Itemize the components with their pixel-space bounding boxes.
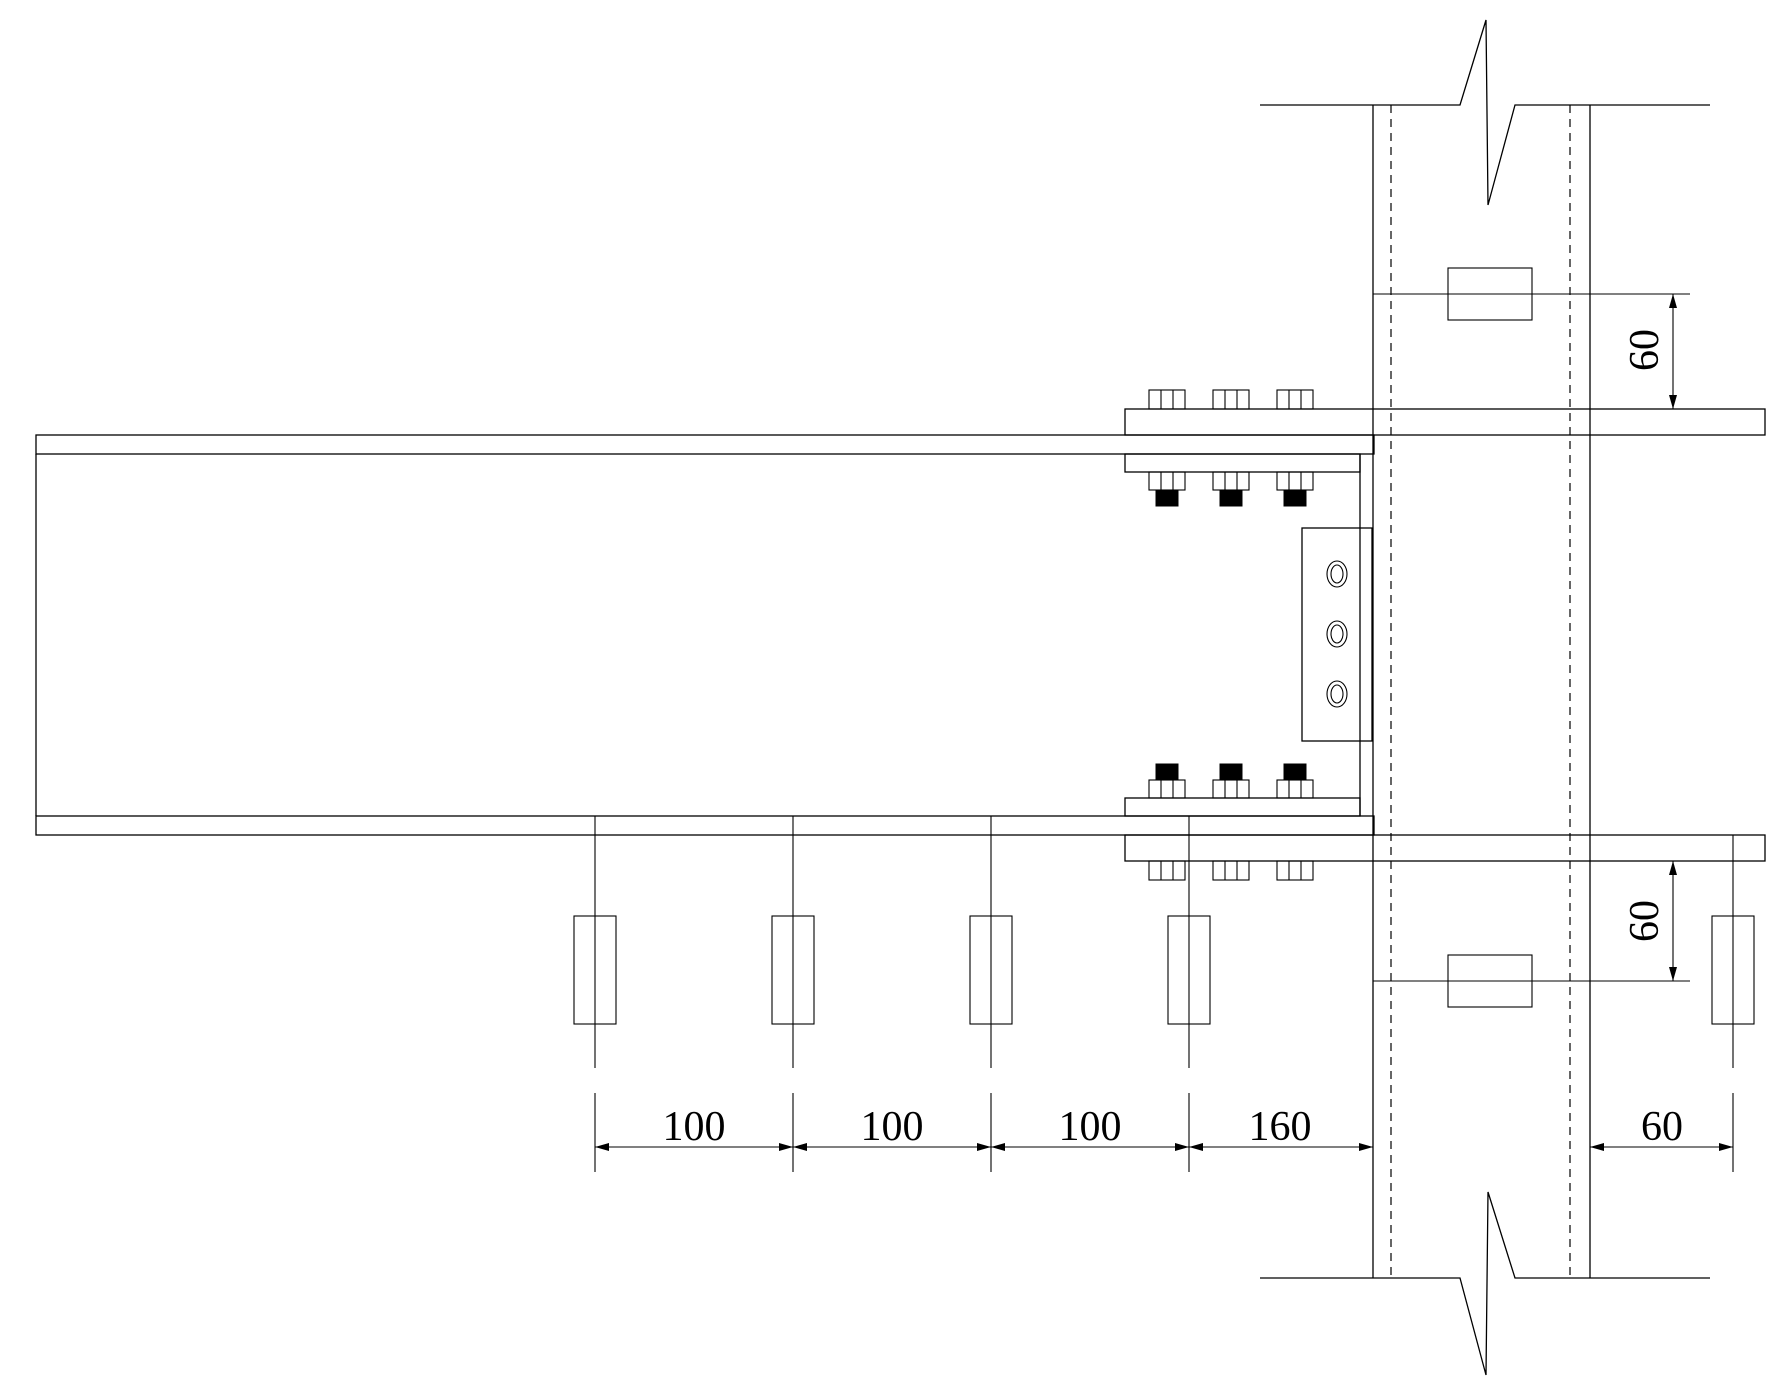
beam-bottom-flange — [35, 815, 1375, 836]
stud-3 — [969, 816, 1013, 1068]
top-inner-plate — [1124, 453, 1361, 473]
bottom-dimension-chain: 100 100 100 160 60 — [594, 1093, 1734, 1172]
right-dimensions: 60 60 — [1622, 294, 1677, 981]
shear-tab-plate — [1301, 527, 1373, 742]
column — [1260, 19, 1710, 1376]
splice-plates — [1124, 408, 1766, 862]
dim-label-3: 100 — [1059, 1104, 1122, 1150]
dim-label-2: 100 — [861, 1104, 924, 1150]
top-flange-bolts — [1148, 389, 1314, 507]
web-bolt-hole-1 — [1326, 560, 1348, 588]
bolt-nut-top-1 — [1148, 471, 1186, 507]
stud-5 — [1711, 835, 1755, 1068]
web-bolt-hole-3 — [1326, 680, 1348, 708]
dim-label-5: 60 — [1641, 1104, 1683, 1150]
bottom-studs — [573, 816, 1755, 1068]
bolt-head-bottom-3 — [1276, 860, 1314, 881]
bolt-nut-top-3 — [1276, 471, 1314, 507]
column-break-top — [1260, 19, 1710, 206]
stud-2 — [771, 816, 815, 1068]
dim-label-1: 100 — [663, 1104, 726, 1150]
bolt-head-top-1 — [1148, 389, 1186, 410]
stud-1 — [573, 816, 617, 1068]
stud-4 — [1167, 816, 1211, 1068]
right-bottom-dim-label: 60 — [1622, 900, 1668, 942]
beam-top-flange — [35, 434, 1375, 455]
bolt-head-bottom-2 — [1212, 860, 1250, 881]
bolt-nut-bottom-1 — [1148, 763, 1186, 799]
column-stud-bottom — [1373, 954, 1690, 1008]
column-stud-top — [1373, 267, 1690, 321]
dim-label-4: 160 — [1249, 1104, 1312, 1150]
web-bolt-hole-2 — [1326, 620, 1348, 648]
top-outer-plate — [1124, 408, 1766, 436]
beam — [35, 434, 1375, 836]
bolt-nut-top-2 — [1212, 471, 1250, 507]
web-bolts — [1326, 560, 1348, 708]
column-break-bottom — [1260, 1191, 1710, 1376]
bottom-inner-plate — [1124, 797, 1361, 817]
bolt-nut-bottom-2 — [1212, 763, 1250, 799]
right-top-dim-label: 60 — [1622, 329, 1668, 371]
bottom-outer-plate — [1124, 834, 1766, 862]
bottom-flange-bolts — [1148, 763, 1314, 881]
bolt-head-top-3 — [1276, 389, 1314, 410]
bolt-head-bottom-1 — [1148, 860, 1186, 881]
column-studs — [1373, 267, 1690, 1008]
bolt-head-top-2 — [1212, 389, 1250, 410]
bolt-nut-bottom-3 — [1276, 763, 1314, 799]
